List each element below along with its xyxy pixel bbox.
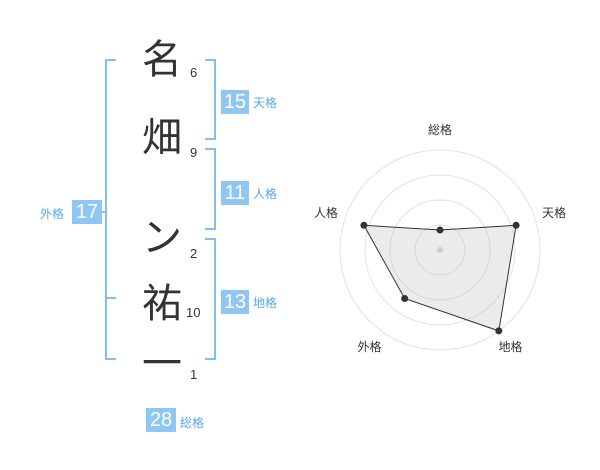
chikaku-value-badge: 13 — [221, 290, 249, 314]
name-char-1: 名 — [142, 37, 182, 83]
radar-label-3: 地格 — [498, 339, 522, 354]
name-char-2: 畑 — [142, 115, 182, 161]
jinkaku-label: 人格 — [253, 187, 278, 201]
name-char-3: ン — [142, 215, 182, 261]
radar-ring-1 — [414, 224, 466, 276]
gaikaku-value-badge: 17 — [72, 200, 102, 224]
stroke-count-4: 10 — [186, 305, 201, 320]
radar-ring-4 — [339, 149, 541, 351]
chikaku-bracket — [205, 238, 216, 360]
radar-center — [437, 247, 443, 253]
chikaku-label: 地格 — [253, 296, 278, 310]
gaikaku-label: 外格 — [40, 207, 65, 221]
radar-point-3 — [495, 327, 503, 335]
tenkaku-label: 天格 — [253, 96, 278, 110]
stroke-count-2: 9 — [190, 145, 198, 160]
stroke-count-3: 2 — [190, 246, 198, 261]
name-char-5: 一 — [142, 341, 182, 387]
radar-point-1 — [436, 226, 444, 234]
radar-point-4 — [401, 295, 409, 302]
stroke-count-1: 6 — [190, 65, 198, 80]
radar-point-2 — [512, 221, 520, 229]
jinkaku-value-badge: 11 — [221, 181, 249, 205]
radar-ring-3 — [364, 174, 516, 326]
stroke-count-5: 1 — [190, 367, 198, 382]
soukaku-label: 総格 — [180, 416, 205, 430]
jinkaku-bracket — [205, 148, 216, 230]
radar-label-1: 総格 — [428, 122, 452, 137]
radar-label-2: 天格 — [542, 205, 566, 220]
name-char-4: 祐 — [142, 281, 182, 327]
radar-label-4: 外格 — [357, 339, 381, 354]
radar-point-5 — [360, 221, 368, 229]
radar-area — [363, 224, 517, 332]
gaikaku-bracket — [105, 59, 116, 360]
tenkaku-value-badge: 15 — [221, 90, 249, 114]
radar-label-5: 人格 — [314, 205, 338, 220]
radar-ring-2 — [389, 199, 491, 301]
soukaku-value-badge: 28 — [146, 408, 176, 432]
tenkaku-bracket — [205, 59, 216, 140]
